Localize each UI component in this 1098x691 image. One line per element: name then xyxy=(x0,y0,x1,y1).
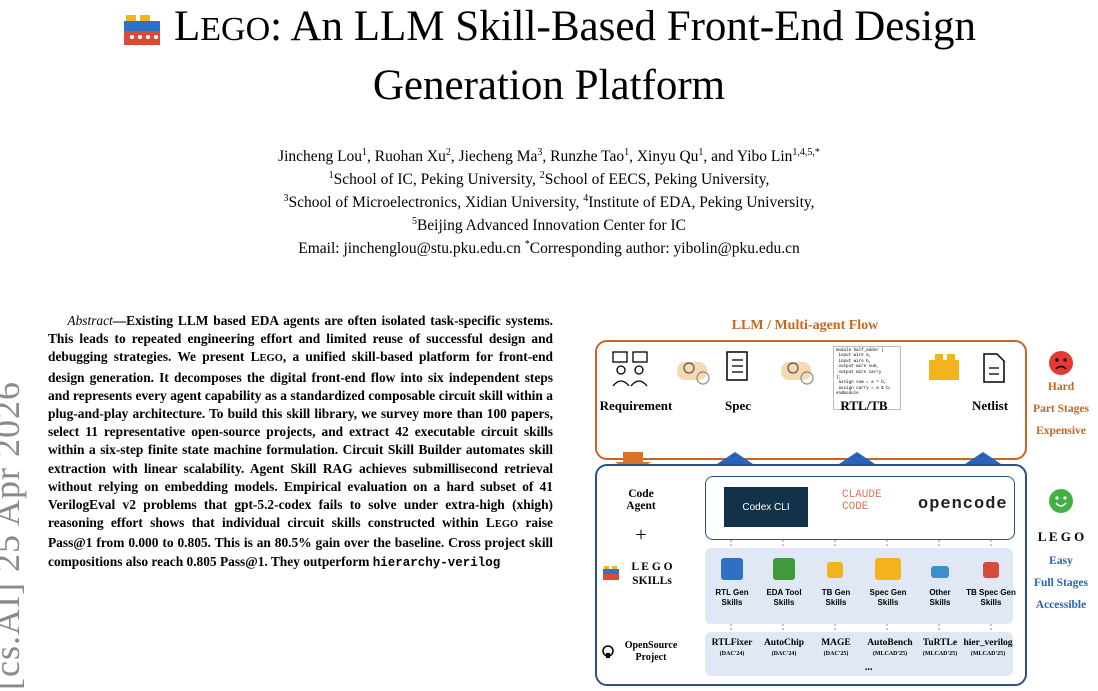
abstract: Abstract—Existing LLM based EDA agents a… xyxy=(48,313,554,570)
skill-eda-tool: EDA Tool Skills xyxy=(766,588,802,607)
claude-code-logo: CLAUDE CODE xyxy=(842,489,882,513)
author-names: Jincheng Lou1, Ruohan Xu2, Jiecheng Ma3,… xyxy=(278,146,820,165)
spec-gen-cube xyxy=(875,558,901,580)
rtl-code-snippet: module half_adder ( input wire a, input … xyxy=(833,346,901,410)
project-autobench: AutoBench(MLCAD'25) xyxy=(867,638,913,657)
stage-netlist: Netlist xyxy=(971,398,1009,413)
skill-library: RTL Gen Skills EDA Tool Skills TB Gen Sk… xyxy=(705,548,1016,624)
affiliation-line-1: 1School of IC, Peking University, 2Schoo… xyxy=(328,169,770,188)
other-skills-cube xyxy=(931,566,949,578)
lego-small-icon xyxy=(603,566,619,580)
rtl-gen-cube xyxy=(721,558,743,580)
affiliation-line-3: 5Beijing Advanced Innovation Center for … xyxy=(411,215,687,234)
happy-face-icon xyxy=(1049,489,1073,513)
affiliation-line-2: 3School of Microelectronics, Xidian Univ… xyxy=(283,192,815,211)
arxiv-stamp: [cs.AI] 25 Apr 2026 xyxy=(0,381,27,690)
email-line: Email: jinchenglou@stu.pku.edu.cn *Corre… xyxy=(298,238,800,257)
netlist-document-icon xyxy=(983,353,1005,383)
robot-openai-icon xyxy=(677,362,710,385)
project-turtle: TuRTLe(MLCAD'25) xyxy=(922,638,958,657)
stage-spec: Spec xyxy=(725,398,751,413)
opensource-label: OpenSource Project xyxy=(624,640,678,663)
skill-tb-spec-gen: TB Spec Gen Skills xyxy=(966,588,1016,607)
more-projects-ellipsis: ... xyxy=(865,662,873,673)
system-figure: LLM / Multi-agent Flow module half_adder… xyxy=(585,312,1098,691)
author-block: Jincheng Lou1, Ruohan Xu2, Jiecheng Ma3,… xyxy=(0,145,1098,260)
project-hier-verilog: hier_verilog(MLCAD'25) xyxy=(963,638,1013,657)
paper-title: LEGO: An LLM Skill-Based Front-End Desig… xyxy=(0,2,1098,111)
spec-document-icon xyxy=(726,351,748,381)
tb-gen-cube xyxy=(827,562,843,578)
code-agent-tools: Codex CLI CLAUDE CODE opencode xyxy=(705,476,1015,540)
sad-face-icon xyxy=(1049,351,1073,375)
lego-skills-label: L E G O SKILLs xyxy=(631,561,673,587)
synthesis-tool-icon xyxy=(929,354,959,380)
robot-claude-icon xyxy=(781,362,814,385)
opencode-logo: opencode xyxy=(918,495,1008,514)
eda-tool-cube xyxy=(773,558,795,580)
stage-rtl-tb: RTL/TB xyxy=(840,398,888,413)
lego-benefits: Easy Full Stages Accessible xyxy=(1034,555,1088,611)
skill-spec-gen: Spec Gen Skills xyxy=(869,588,907,607)
paper-title-line2: Generation Platform xyxy=(372,61,726,109)
skill-tb-gen: TB Gen Skills xyxy=(821,588,851,607)
project-autochip: AutoChip(DAC'24) xyxy=(763,638,805,657)
lego-side-title: L E G O xyxy=(1037,529,1085,544)
lego-platform-box: Code Agent + L E G O SKILLs OpenSource P… xyxy=(595,464,1027,686)
multi-agent-flow-box: module half_adder ( input wire a, input … xyxy=(595,340,1027,460)
project-mage: MAGE(DAC'25) xyxy=(821,638,851,657)
abstract-lead: Abstract xyxy=(67,313,113,328)
open-source-projects: RTLFixer(DAC'24) AutoChip(DAC'24) MAGE(D… xyxy=(705,632,1013,676)
github-icon xyxy=(602,645,614,658)
skill-other: Other Skills xyxy=(929,588,951,607)
codex-cli-logo: Codex CLI xyxy=(724,487,808,527)
flow-drawbacks: Hard Part Stages Expensive xyxy=(1033,381,1089,437)
plus-sign: + xyxy=(635,524,647,546)
skill-rtl-gen: RTL Gen Skills xyxy=(715,588,749,607)
flow-title: LLM / Multi-agent Flow xyxy=(731,318,879,333)
stage-requirement: Requirement xyxy=(599,398,673,413)
lego-brick-icon xyxy=(123,14,160,45)
meeting-people-icon xyxy=(612,351,648,387)
project-rtlfixer: RTLFixer(DAC'24) xyxy=(711,638,753,657)
code-agent-label: Code Agent xyxy=(626,488,656,512)
tb-spec-gen-cube xyxy=(983,562,999,578)
